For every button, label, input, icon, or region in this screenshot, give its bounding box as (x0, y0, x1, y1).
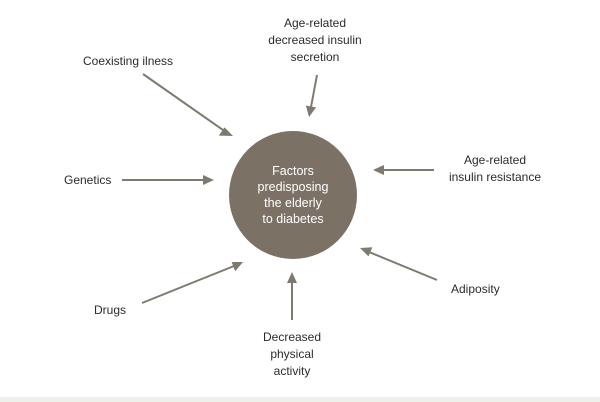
arrow-age-related-resistance (373, 165, 434, 175)
factor-age-related-decreased-insulin-secretion: Age-related decreased insulin secretion (268, 16, 362, 64)
factor-coexisting-illness: Coexisting ilness (83, 54, 174, 68)
arrow-genetics (122, 175, 214, 185)
arrow-decreased-activity (287, 272, 297, 320)
arrow-drugs (141, 262, 243, 304)
factor-genetics: Genetics (64, 173, 112, 187)
arrow-coexisting-illness (142, 73, 233, 136)
center-label: Factors predisposing the elderly to diab… (257, 164, 329, 226)
arrow-age-related-secretion (305, 74, 318, 117)
factor-drugs: Drugs (94, 303, 127, 317)
factor-age-related-insulin-resistance: Age-related insulin resistance (448, 153, 542, 184)
arrow-adiposity (360, 247, 438, 281)
factor-decreased-physical-activity: Decreased physical activity (262, 330, 322, 378)
factor-adiposity: Adiposity (451, 282, 500, 296)
bottom-strip (0, 397, 600, 402)
center-node: Factors predisposing the elderly to diab… (229, 131, 357, 259)
